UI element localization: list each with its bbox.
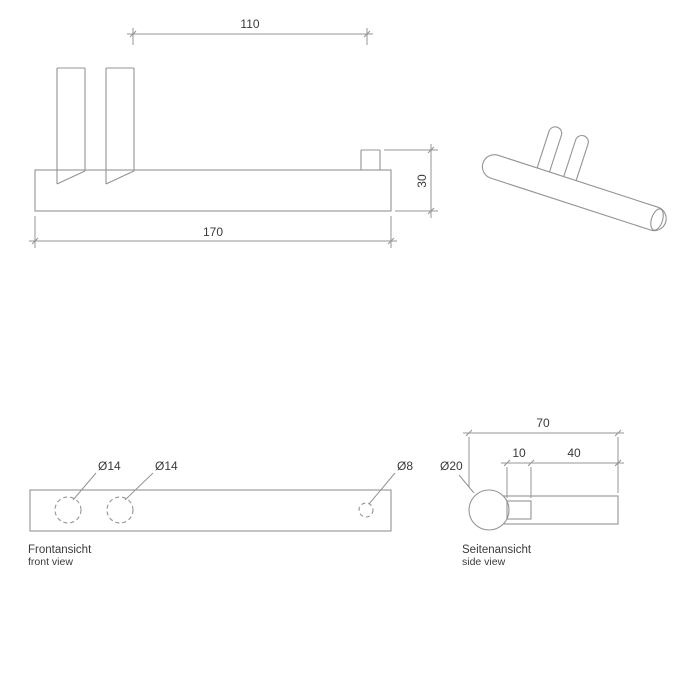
bar-body-outline bbox=[34, 169, 392, 212]
dimension-10-40 bbox=[501, 459, 624, 498]
iso-end-cap bbox=[650, 208, 664, 231]
dim-30-label: 30 bbox=[415, 174, 429, 188]
front-view bbox=[29, 472, 396, 532]
front-view-title-de: Frontansicht bbox=[28, 544, 92, 556]
dim-70-label: 70 bbox=[536, 416, 550, 430]
dimension-110 bbox=[127, 28, 373, 45]
dim-hole-mid-label: Ø14 bbox=[155, 459, 178, 473]
peg-left-outline bbox=[56, 67, 86, 185]
profile-view bbox=[34, 67, 392, 212]
dim-170-label: 170 bbox=[203, 225, 223, 239]
isometric-view bbox=[481, 126, 667, 232]
iso-bar bbox=[481, 154, 667, 232]
dim-hole-left-label: Ø14 bbox=[98, 459, 121, 473]
dimension-30 bbox=[384, 144, 438, 218]
dimension-170 bbox=[29, 216, 397, 248]
side-peg-section bbox=[506, 500, 532, 520]
dimension-70 bbox=[463, 429, 624, 493]
front-view-title-en: front view bbox=[28, 556, 73, 568]
dim-110-label: 110 bbox=[240, 17, 259, 31]
hole-left-circle bbox=[54, 496, 82, 524]
hole-mid-leader bbox=[124, 472, 154, 501]
side-view-title-de: Seitenansicht bbox=[462, 544, 532, 556]
end-stub-outline bbox=[360, 149, 381, 170]
peg-right-outline bbox=[105, 67, 135, 185]
dia20-leader bbox=[458, 474, 475, 494]
side-view-title-en: side view bbox=[462, 556, 506, 568]
hole-left-leader bbox=[72, 472, 97, 501]
hole-right-circle bbox=[358, 502, 374, 518]
front-bar-outline bbox=[29, 489, 392, 532]
dim-40-label: 40 bbox=[567, 446, 581, 460]
hole-right-leader bbox=[368, 472, 396, 505]
dim-dia20-label: Ø20 bbox=[440, 459, 463, 473]
side-view bbox=[468, 489, 619, 531]
dim-hole-right-label: Ø8 bbox=[397, 459, 413, 473]
hole-mid-circle bbox=[106, 496, 134, 524]
dim-10-label: 10 bbox=[512, 446, 526, 460]
side-diameter-circle bbox=[468, 489, 510, 531]
